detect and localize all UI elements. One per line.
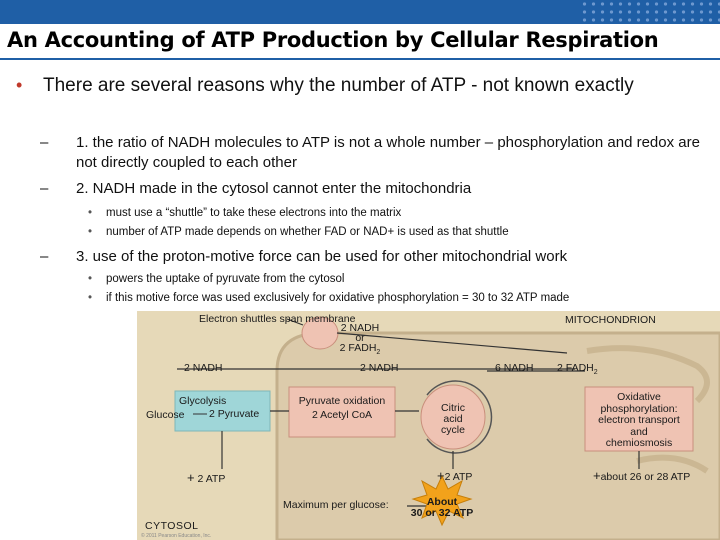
mitochondrion-label: MITOCHONDRION <box>565 314 656 326</box>
oxidative-label: Oxidative phosphorylation: electron tran… <box>598 391 680 449</box>
shuttle-fadh2-label: 2 FADH2 <box>339 342 381 357</box>
dash-icon: – <box>40 248 49 265</box>
max-value-1: About <box>426 496 458 508</box>
atp-star <box>411 474 473 527</box>
sub3-point-1: • powers the uptake of pyruvate from the… <box>88 271 344 287</box>
sub-bullet-2: – 2. NADH made in the cytosol cannot ent… <box>40 179 700 199</box>
sub3-point-2: • if this motive force was used exclusiv… <box>88 290 569 306</box>
bullet-icon: • <box>16 75 23 95</box>
max-per-glucose-label: Maximum per glucose: <box>283 499 389 511</box>
citric-acid-circle <box>420 384 486 450</box>
atp-oxidative: +about 26 or 28 ATP <box>593 468 691 483</box>
sub-bullet-3: – 3. use of the proton-motive force can … <box>40 247 700 267</box>
glycolysis-title: Glycolysis <box>179 395 227 407</box>
diagram-shapes <box>174 316 720 540</box>
sub2-point-1: • must use a “shuttle” to take these ele… <box>88 205 401 221</box>
dash-icon: – <box>40 180 49 197</box>
nadh-cycle-label: 6 NADH <box>495 362 534 374</box>
citric-label-2: acid <box>443 413 463 425</box>
slide-title: An Accounting of ATP Production by Cellu… <box>7 28 659 52</box>
shuttle-or-label: or <box>355 332 365 344</box>
fadh-cycle-label: 2 FADH2 <box>557 362 598 377</box>
shuttle-arrow-1 <box>286 318 304 326</box>
glycolysis-box <box>174 390 271 432</box>
dot-icon: • <box>88 292 93 304</box>
shuttle-arrow-2 <box>336 332 568 354</box>
sub2-point-2-text: number of ATP made depends on whether FA… <box>106 226 509 238</box>
title-bar <box>0 0 720 24</box>
dot-icon: • <box>88 226 93 238</box>
atp-accounting-diagram: Electron shuttles span membrane MITOCHON… <box>137 311 720 540</box>
citric-cycle-arrow <box>426 380 493 454</box>
dash-icon: – <box>40 134 49 151</box>
atp-glycolysis: + 2 ATP <box>187 470 226 485</box>
sub2-point-1-text: must use a “shuttle” to take these elect… <box>106 207 402 219</box>
pyruvate-oxidation-box <box>288 386 396 438</box>
pyruvate-oxidation-product: 2 Acetyl CoA <box>311 409 373 421</box>
atp-cycle: +2 ATP <box>437 468 473 483</box>
shuttle-label: Electron shuttles span membrane <box>199 313 356 325</box>
nadh-cytosol-label: 2 NADH <box>184 362 223 374</box>
pyruvate-oxidation-title: Pyruvate oxidation <box>298 395 386 407</box>
sub-bullet-1: – 1. the ratio of NADH molecules to ATP … <box>40 133 700 173</box>
glycolysis-pyruvate: 2 Pyruvate <box>209 408 260 420</box>
mitochondrion-cristae <box>586 345 710 474</box>
mitochondrion-shape <box>275 331 720 540</box>
title-divider <box>0 58 720 60</box>
bullet-main-text: There are several reasons why the number… <box>43 75 634 96</box>
dot-icon: • <box>88 273 93 285</box>
dot-icon: • <box>88 207 93 219</box>
glycolysis-glucose: Glucose <box>146 409 185 421</box>
copyright-credit: © 2011 Pearson Education, Inc. <box>141 533 212 539</box>
title-bar-dot-pattern <box>580 0 720 24</box>
sub-bullet-2-text: 2. NADH made in the cytosol cannot enter… <box>76 180 472 197</box>
max-value-2: 30 or 32 ATP <box>410 507 474 519</box>
cytosol-label: CYTOSOL <box>145 520 199 532</box>
sub-bullet-3-text: 3. use of the proton-motive force can be… <box>76 248 568 265</box>
sub2-point-2: • number of ATP made depends on whether … <box>88 224 509 240</box>
sub3-point-2-text: if this motive force was used exclusivel… <box>106 292 570 304</box>
citric-label-3: cycle <box>441 424 465 436</box>
shuttle-nadh-label: 2 NADH <box>340 322 380 334</box>
sub3-point-1-text: powers the uptake of pyruvate from the c… <box>106 273 345 285</box>
nadh-pyruvate-label: 2 NADH <box>360 362 399 374</box>
sub-bullet-1-text: 1. the ratio of NADH molecules to ATP is… <box>76 134 700 171</box>
bullet-main: • There are several reasons why the numb… <box>16 73 696 98</box>
citric-label-1: Citric <box>441 402 465 414</box>
